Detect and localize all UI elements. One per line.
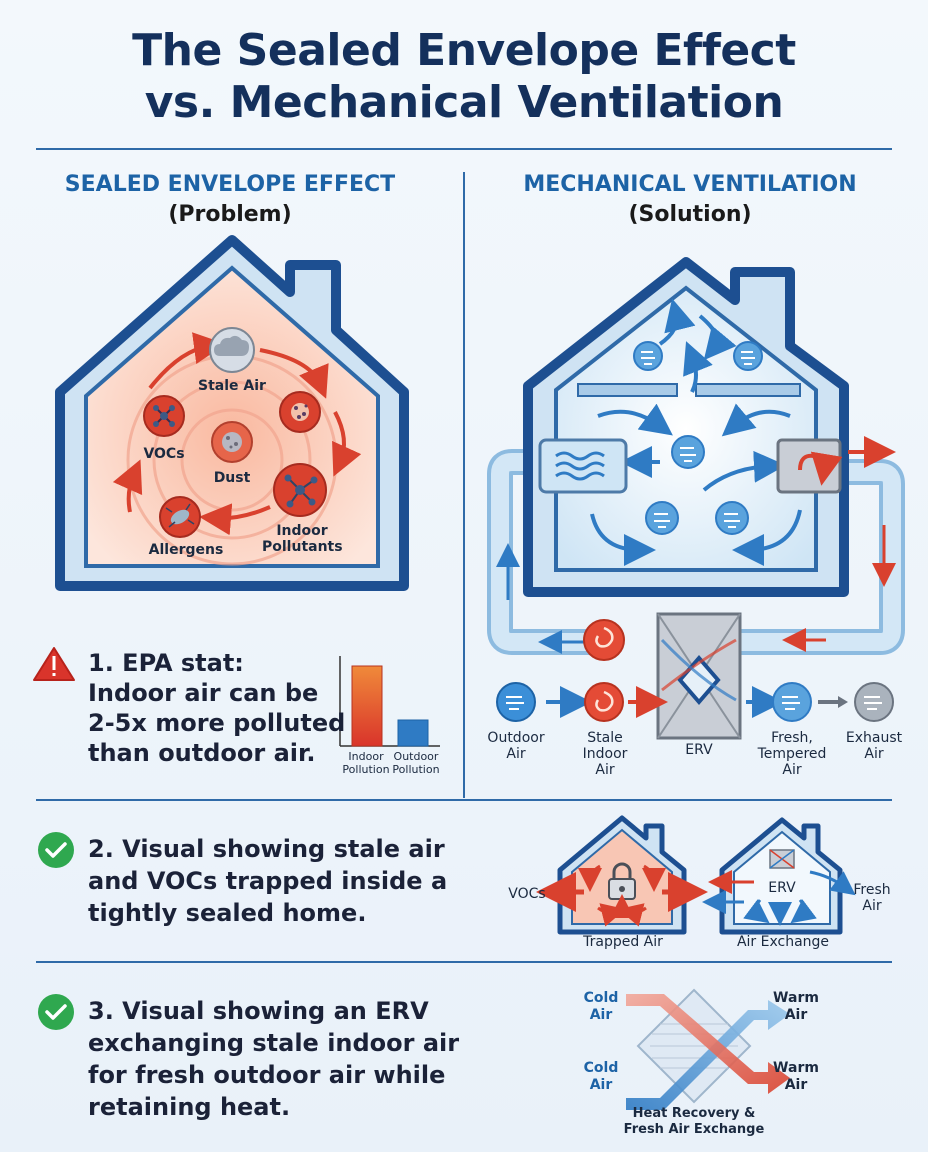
- ventilated-house: [487, 257, 905, 740]
- label-cold-air-top-1: Cold: [583, 990, 619, 1006]
- label-fresh-air-2: Air: [862, 898, 882, 914]
- item3-line2: exchanging stale indoor air: [88, 1029, 460, 1057]
- label-air-exchange: Air Exchange: [736, 934, 830, 950]
- stat-line2: Indoor air can be: [88, 679, 319, 707]
- label-outdoor-air-2: Air: [506, 746, 526, 762]
- stat-line3: 2-5x more polluted: [88, 709, 346, 737]
- caption-heat-recovery-1: Heat Recovery &: [632, 1106, 756, 1121]
- page-title-line1: The Sealed Envelope Effect: [132, 25, 796, 76]
- right-subheading: (Solution): [628, 202, 752, 227]
- column-divider: [463, 172, 465, 798]
- label-fresh-tempered-air-1: Fresh,: [771, 730, 813, 746]
- bar-label-indoor-2: Pollution: [342, 763, 390, 776]
- label-warm-air-bottom-2: Air: [784, 1077, 808, 1093]
- bar-label-indoor-1: Indoor: [348, 750, 384, 763]
- label-indoor-pollutants-2: Pollutants: [262, 539, 343, 555]
- label-trapped-air: Trapped Air: [583, 934, 663, 950]
- label-erv-small: ERV: [768, 880, 796, 896]
- bar-indoor: [351, 665, 383, 747]
- label-fresh-air-1: Fresh: [853, 882, 891, 898]
- item3-line4: retaining heat.: [88, 1093, 291, 1121]
- label-fresh-tempered-air-2: Tempered: [757, 746, 827, 762]
- fan-icon: [583, 619, 625, 661]
- pollution-bar-chart: [339, 656, 440, 747]
- label-stale-air: Stale Air: [198, 378, 266, 394]
- label-exhaust-air-2: Air: [864, 746, 884, 762]
- label-stale-indoor-air-3: Air: [595, 762, 615, 778]
- label-warm-air-top-1: Warm: [773, 990, 819, 1006]
- label-cold-air-bottom-2: Air: [589, 1077, 613, 1093]
- item2-line3: tightly sealed home.: [88, 899, 367, 927]
- heat-exchanger-core: [626, 988, 790, 1110]
- label-erv: ERV: [685, 742, 713, 758]
- bar-label-outdoor-2: Pollution: [392, 763, 440, 776]
- right-heading: MECHANICAL VENTILATION: [523, 172, 857, 197]
- swirl-icon: [584, 682, 624, 722]
- section-divider-2: [36, 961, 892, 963]
- sealed-house: [55, 235, 409, 591]
- left-heading: SEALED ENVELOPE EFFECT: [64, 172, 396, 197]
- label-indoor-pollutants-1: Indoor: [276, 523, 328, 539]
- caption-heat-recovery-2: Fresh Air Exchange: [623, 1122, 765, 1137]
- item2-line2: and VOCs trapped inside a: [88, 867, 448, 895]
- label-exhaust-air-1: Exhaust: [845, 730, 903, 746]
- bar-outdoor: [397, 719, 429, 747]
- item3-line3: for fresh outdoor air while: [88, 1061, 446, 1089]
- warning-icon: [33, 647, 75, 681]
- label-dust: Dust: [213, 470, 251, 486]
- label-allergens: Allergens: [148, 542, 224, 558]
- stat-line1: 1. EPA stat:: [88, 649, 244, 677]
- page-title-line2: vs. Mechanical Ventilation: [144, 77, 784, 128]
- label-warm-air-bottom-1: Warm: [773, 1060, 819, 1076]
- label-cold-air-top-2: Air: [589, 1007, 613, 1023]
- wind-icon: [633, 341, 763, 535]
- air-exchange-house: [702, 817, 856, 935]
- bar-label-outdoor-1: Outdoor: [393, 750, 439, 763]
- label-fresh-tempered-air-3: Air: [782, 762, 802, 778]
- left-subheading: (Problem): [168, 202, 292, 227]
- label-outdoor-air-1: Outdoor: [487, 730, 545, 746]
- check-icon: [38, 994, 74, 1030]
- item2-line1: 2. Visual showing stale air: [88, 835, 445, 863]
- section-divider-1: [36, 799, 892, 801]
- title-divider: [36, 148, 892, 150]
- label-stale-indoor-air-1: Stale: [587, 730, 623, 746]
- label-warm-air-top-2: Air: [784, 1007, 808, 1023]
- label-stale-indoor-air-2: Indoor: [582, 746, 628, 762]
- check-icon: [38, 832, 74, 868]
- label-vocs-small: VOCs: [508, 886, 546, 902]
- trapped-air-house: [536, 815, 708, 935]
- stat-line4: than outdoor air.: [88, 739, 316, 767]
- label-vocs: VOCs: [143, 446, 185, 462]
- label-cold-air-bottom-1: Cold: [583, 1060, 619, 1076]
- item3-line1: 3. Visual showing an ERV: [88, 997, 429, 1025]
